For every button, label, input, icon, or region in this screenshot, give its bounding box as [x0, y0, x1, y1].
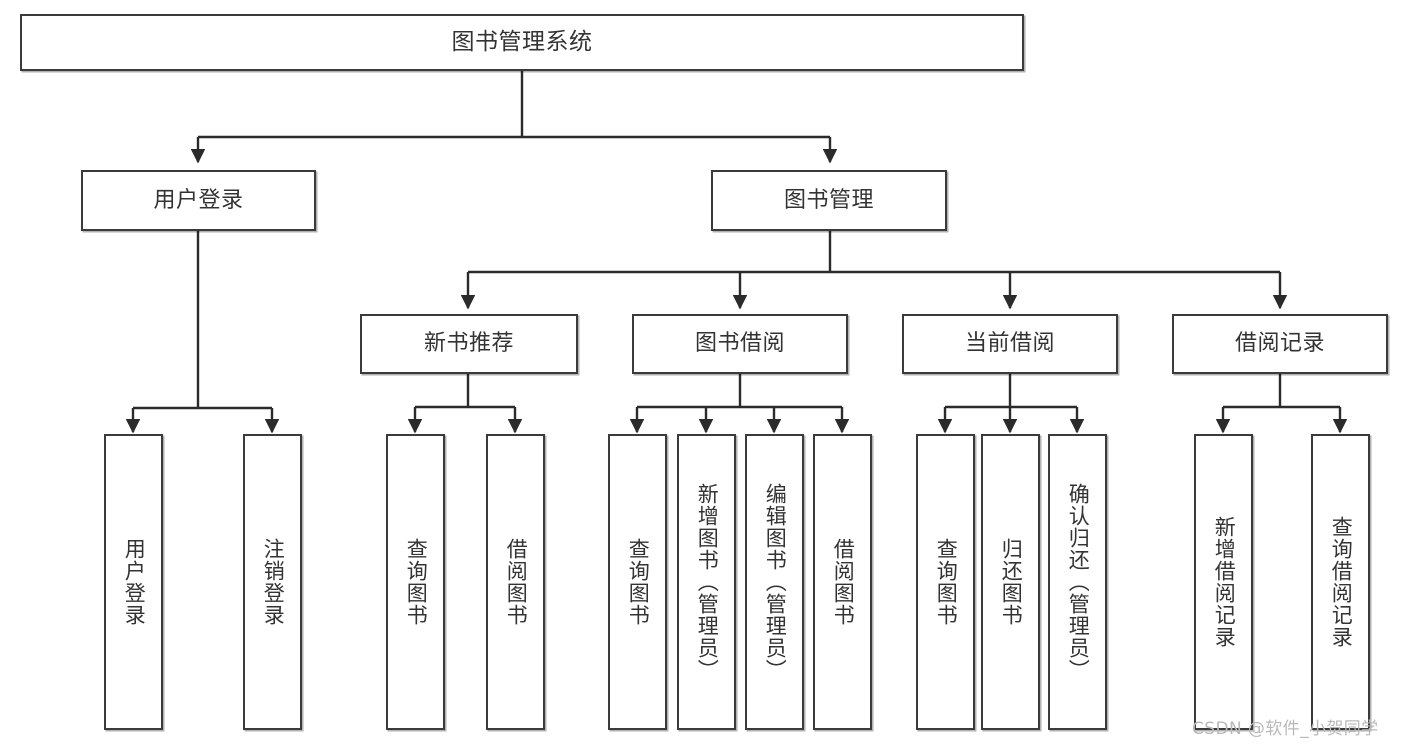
leaf-current-borrow-query-book[interactable]: 查询图书 — [916, 434, 975, 730]
node-label: 查询借阅记录 — [1329, 516, 1354, 648]
leaf-borrow-record-add-record[interactable]: 新增借阅记录 — [1194, 434, 1253, 730]
node-label: 新增图书（管理员） — [695, 483, 720, 681]
node-label: 图书借阅 — [694, 331, 785, 357]
node-label: 用户登录 — [122, 538, 147, 626]
node-root-book-management-system[interactable]: 图书管理系统 — [20, 14, 1024, 71]
node-label: 查询图书 — [404, 538, 429, 626]
leaf-book-borrow-edit-book-admin[interactable]: 编辑图书（管理员） — [745, 434, 804, 730]
node-book-management[interactable]: 图书管理 — [711, 170, 947, 231]
node-label: 查询图书 — [934, 538, 959, 626]
node-label: 图书管理系统 — [451, 29, 593, 56]
node-label: 归还图书 — [999, 538, 1024, 626]
node-label: 图书管理 — [783, 187, 874, 213]
leaf-book-borrow-borrow-book[interactable]: 借阅图书 — [813, 434, 872, 730]
node-label: 新增借阅记录 — [1212, 516, 1237, 648]
leaf-user-login-login[interactable]: 用户登录 — [104, 434, 163, 730]
leaf-book-borrow-query-book[interactable]: 查询图书 — [608, 434, 667, 730]
node-label: 注销登录 — [261, 538, 286, 626]
node-borrow-record[interactable]: 借阅记录 — [1172, 314, 1388, 374]
node-label: 查询图书 — [626, 538, 651, 626]
node-new-book-recommend[interactable]: 新书推荐 — [360, 314, 578, 374]
node-label: 用户登录 — [153, 187, 244, 213]
watermark: CSDN @软件_小贺同学 — [1192, 719, 1379, 739]
leaf-current-borrow-return-book[interactable]: 归还图书 — [981, 434, 1040, 730]
node-label: 借阅记录 — [1234, 331, 1325, 357]
node-label: 确认归还（管理员） — [1066, 483, 1091, 681]
node-label: 新书推荐 — [423, 331, 514, 357]
leaf-current-borrow-confirm-return-admin[interactable]: 确认归还（管理员） — [1048, 434, 1107, 730]
node-label: 当前借阅 — [964, 331, 1055, 357]
node-label: 编辑图书（管理员） — [763, 483, 788, 681]
node-book-borrow[interactable]: 图书借阅 — [632, 314, 848, 374]
leaf-borrow-record-query-record[interactable]: 查询借阅记录 — [1311, 434, 1370, 730]
leaf-book-borrow-add-book-admin[interactable]: 新增图书（管理员） — [677, 434, 736, 730]
node-label: 借阅图书 — [831, 538, 856, 626]
leaf-user-login-logout[interactable]: 注销登录 — [243, 434, 302, 730]
node-current-borrow[interactable]: 当前借阅 — [902, 314, 1118, 374]
node-label: 借阅图书 — [504, 538, 529, 626]
node-user-login[interactable]: 用户登录 — [81, 170, 316, 231]
leaf-new-book-query-book[interactable]: 查询图书 — [386, 434, 445, 730]
leaf-new-book-borrow-book[interactable]: 借阅图书 — [486, 434, 545, 730]
